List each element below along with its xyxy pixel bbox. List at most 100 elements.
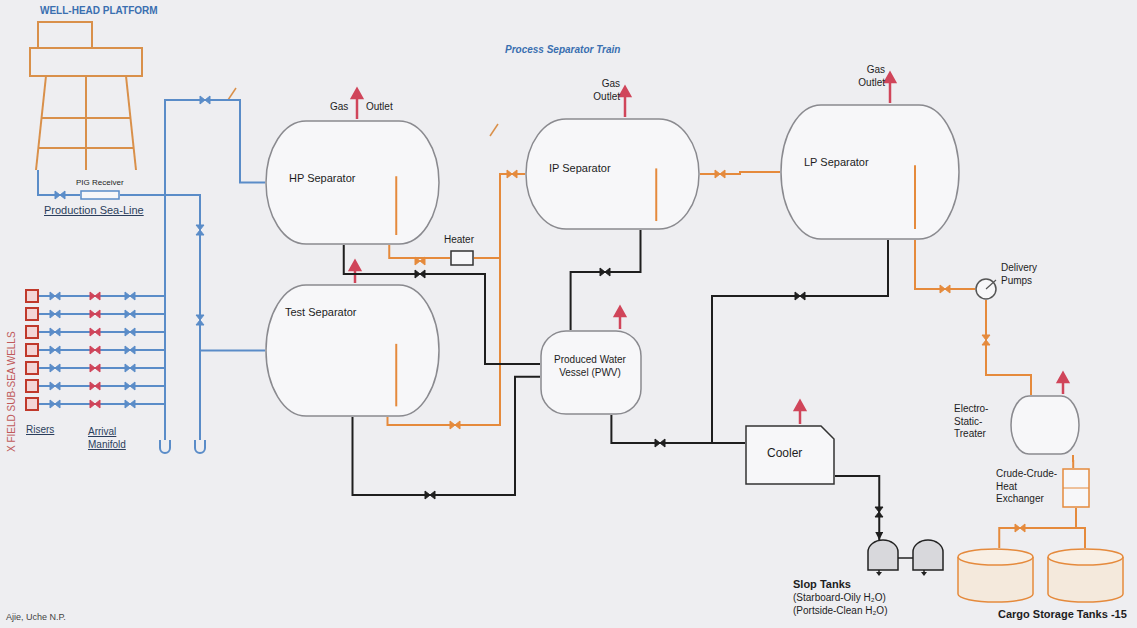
pipe-line <box>611 415 745 443</box>
weir-plate <box>395 344 397 407</box>
valve-symbol <box>50 400 60 408</box>
pig-receiver: PIG Receiver <box>80 190 120 200</box>
pipe-line <box>835 476 879 540</box>
risers-label: Risers <box>26 424 54 437</box>
author-credit: Ajie, Uche N.P. <box>6 612 66 623</box>
node-label: Test Separator <box>285 306 357 320</box>
pig-receiver-outline <box>80 190 120 200</box>
pipe-line <box>986 300 1031 395</box>
valve-symbol <box>50 364 60 372</box>
valve-symbol <box>90 328 100 336</box>
sea-line-label: Production Sea-Line <box>44 204 144 218</box>
valve-symbol <box>90 364 100 372</box>
valve-symbol <box>90 382 100 390</box>
lp-separator-outline <box>780 104 960 240</box>
node-label: LP Separator <box>804 156 869 170</box>
valve-symbol <box>125 364 135 372</box>
cooler: Cooler <box>745 425 835 485</box>
weir-plate <box>395 176 397 235</box>
sea-line <box>38 170 80 195</box>
pipe-line <box>1072 455 1074 468</box>
well-symbol <box>26 380 38 392</box>
heat-exchanger: Crude-Crude-Heat Exchanger <box>1062 468 1090 508</box>
pipe-line <box>999 508 1076 548</box>
valve-symbol <box>125 292 135 300</box>
heater: Heater <box>450 250 474 266</box>
node-label: PIG Receiver <box>76 178 124 188</box>
well-symbol <box>26 290 38 302</box>
valve-symbol <box>50 346 60 354</box>
valve-symbol <box>125 400 135 408</box>
wells-label: X FIELD SUB-SEA WELLS <box>6 331 19 452</box>
node-label: HP Separator <box>289 172 355 186</box>
node-label: Cargo Storage Tanks -15 <box>998 608 1127 622</box>
pipe-line <box>120 195 265 351</box>
pipe-line <box>915 240 975 289</box>
gas-outlet-arrow <box>350 73 1068 424</box>
delivery-pump-outline <box>975 278 997 300</box>
node-label: Slop Tanks <box>793 578 851 592</box>
valve-symbol <box>90 346 100 354</box>
valve-symbol <box>125 310 135 318</box>
ip-separator: IP Separator <box>525 118 700 230</box>
slop-tanks: Slop Tanks(Starboard-Oily H₂O)(Portside-… <box>868 540 943 570</box>
cargo-branch <box>1040 528 1085 548</box>
valve-symbol <box>50 382 60 390</box>
manifold-header <box>160 100 205 453</box>
manifold-label: Arrival Manifold <box>88 426 138 451</box>
weir-plate <box>914 165 916 229</box>
pipe-line <box>571 230 641 330</box>
subsea-wells <box>26 290 165 410</box>
valve-symbol <box>55 191 65 199</box>
platform-structure <box>30 22 142 170</box>
well-symbol <box>26 362 38 374</box>
produced-water-vessel: Produced Water Vessel (PWV) <box>540 330 642 415</box>
slop-tanks-outline <box>868 540 943 570</box>
valve-symbol <box>125 382 135 390</box>
node-label: (Starboard-Oily H₂O) <box>793 592 886 605</box>
node-label: Electro-Static-Treater <box>954 403 1006 441</box>
test-separator-outline <box>265 284 440 417</box>
node-label: (Portside-Clean H₂O) <box>793 605 887 618</box>
cargo-storage-tanks-outline <box>958 548 1123 603</box>
node-label: IP Separator <box>549 162 611 176</box>
valve-symbol <box>90 310 100 318</box>
delivery-pump: Delivery Pumps <box>975 278 997 300</box>
valve-symbol <box>50 328 60 336</box>
well-symbol <box>26 326 38 338</box>
well-symbol <box>26 308 38 320</box>
gas-outlet-label: Gas Outlet <box>851 64 885 89</box>
outlet-label: Outlet <box>366 101 393 114</box>
well-symbol <box>26 344 38 356</box>
lp-separator: LP Separator <box>780 104 960 240</box>
pipe-line <box>712 240 888 443</box>
pipe-line <box>389 245 450 258</box>
electrostatic-treater: Electro-Static-Treater <box>1010 395 1080 455</box>
valve-symbol <box>125 328 135 336</box>
well-symbol <box>26 398 38 410</box>
node-label: Delivery Pumps <box>1001 262 1053 287</box>
heater-outline <box>450 250 474 266</box>
valve-symbol <box>125 346 135 354</box>
platform-heading: WELL-HEAD PLATFORM <box>40 5 158 18</box>
electrostatic-treater-outline <box>1010 395 1080 455</box>
node-label: Cooler <box>767 446 802 461</box>
cargo-storage-tanks: Cargo Storage Tanks -15 <box>958 548 1123 603</box>
gas-label: Gas <box>330 101 348 114</box>
weir-plate <box>655 168 657 221</box>
node-label: Produced Water Vessel (PWV) <box>550 354 630 379</box>
gas-outlet-label: Gas Outlet <box>586 78 620 103</box>
test-separator: Test Separator <box>265 284 440 417</box>
valve-symbol <box>90 400 100 408</box>
valve-symbol <box>50 292 60 300</box>
hp-separator: HP Separator <box>265 120 440 245</box>
pipe-line <box>700 172 780 174</box>
node-label: Crude-Crude-Heat Exchanger <box>996 468 1058 506</box>
node-label: Heater <box>444 234 474 247</box>
valve-symbol <box>50 310 60 318</box>
valve-symbol <box>90 292 100 300</box>
diagram-title: Process Separator Train <box>505 44 620 57</box>
